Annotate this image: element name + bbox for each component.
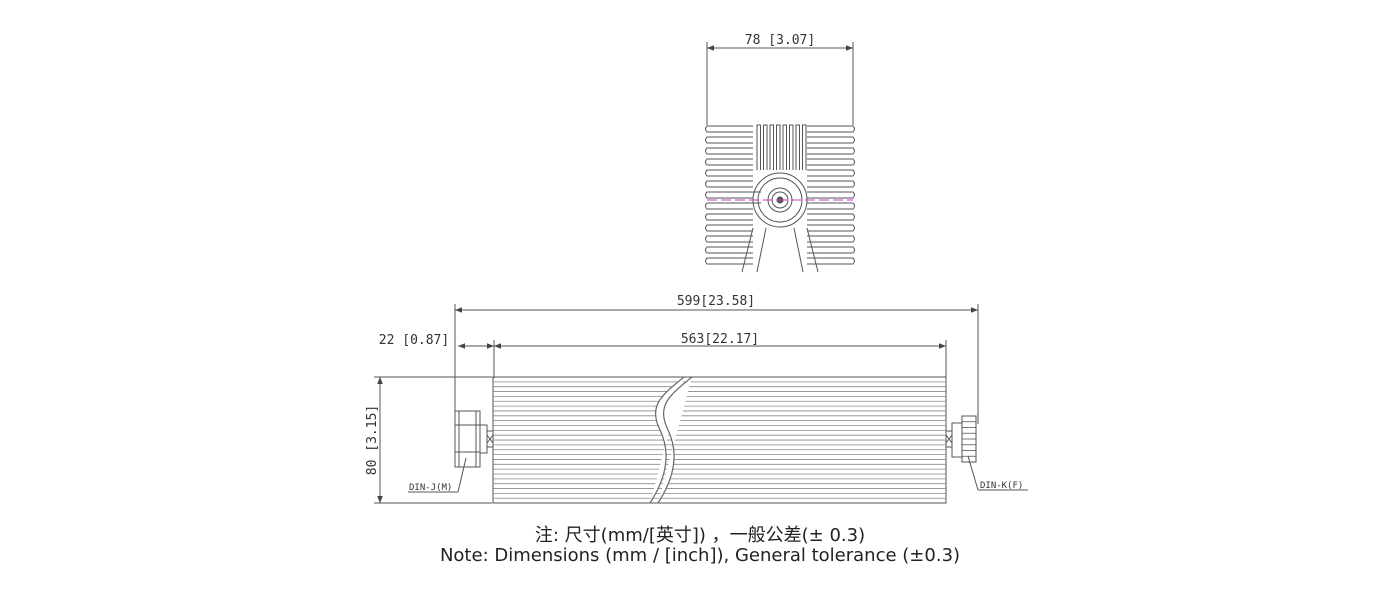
body-length-dimension: 563[22.17]: [494, 332, 947, 378]
end-view: 78 [3.07]: [705, 33, 855, 273]
top-fin: [763, 124, 768, 170]
connector-length-dimension: 22 [0.87]: [379, 333, 495, 378]
left-fin: [705, 235, 753, 243]
note-english: Note: Dimensions (mm / [inch]), General …: [439, 545, 961, 566]
side-view: 599[23.58] 22 [0.87] 563[22.17] 80 [3.15…: [365, 294, 1028, 504]
left-fin: [705, 202, 761, 210]
right-fin: [807, 224, 855, 232]
end-width-dimension: 78 [3.07]: [706, 33, 854, 125]
top-fin: [795, 124, 800, 170]
right-connector-label: DIN-K(F): [980, 481, 1023, 491]
right-fin: [807, 136, 855, 144]
left-leg: [741, 227, 767, 273]
left-fins: [705, 125, 761, 265]
left-fin: [705, 169, 753, 177]
break-mark: [649, 376, 693, 504]
left-fin: [705, 125, 753, 133]
left-connector: [454, 410, 494, 468]
left-fin: [705, 136, 753, 144]
height-dimension: 80 [3.15]: [365, 376, 492, 504]
top-fin: [802, 124, 807, 170]
right-fin: [807, 213, 855, 221]
top-fin: [776, 124, 781, 170]
top-fin: [789, 124, 794, 170]
left-fin: [705, 213, 753, 221]
left-fin: [705, 180, 753, 188]
left-fin: [705, 246, 753, 254]
right-fin: [807, 246, 855, 254]
left-connector-leader: [457, 457, 467, 493]
top-fins: [756, 124, 807, 170]
end-width-label: 78 [3.07]: [745, 33, 815, 48]
overall-length-label: 599[23.58]: [677, 294, 755, 309]
connector-length-label: 22 [0.87]: [379, 333, 449, 348]
right-fins: [807, 125, 855, 265]
left-fin: [705, 158, 753, 166]
right-leg: [793, 227, 819, 273]
right-fin: [807, 235, 855, 243]
left-fin: [705, 224, 753, 232]
body-fin-lines: [493, 381, 946, 499]
right-fin: [807, 257, 855, 265]
right-fin: [807, 202, 855, 210]
right-fin: [807, 180, 855, 188]
right-fin: [807, 147, 855, 155]
left-fin: [705, 257, 753, 265]
body-length-label: 563[22.17]: [681, 332, 759, 347]
top-fin: [769, 124, 774, 170]
left-connector-label: DIN-J(M): [409, 483, 452, 493]
right-connector: [945, 415, 977, 463]
right-fin: [807, 158, 855, 166]
right-fin: [807, 125, 855, 133]
height-label: 80 [3.15]: [365, 405, 380, 475]
right-connector-leader: [967, 455, 979, 491]
right-fin: [807, 169, 855, 177]
left-fin: [705, 191, 761, 199]
note-chinese: 注: 尺寸(mm/[英寸]) ，一般公差(± 0.3): [534, 525, 866, 546]
left-fin: [705, 147, 753, 155]
top-fin: [782, 124, 787, 170]
right-fin: [807, 191, 855, 199]
top-fin: [756, 124, 761, 170]
